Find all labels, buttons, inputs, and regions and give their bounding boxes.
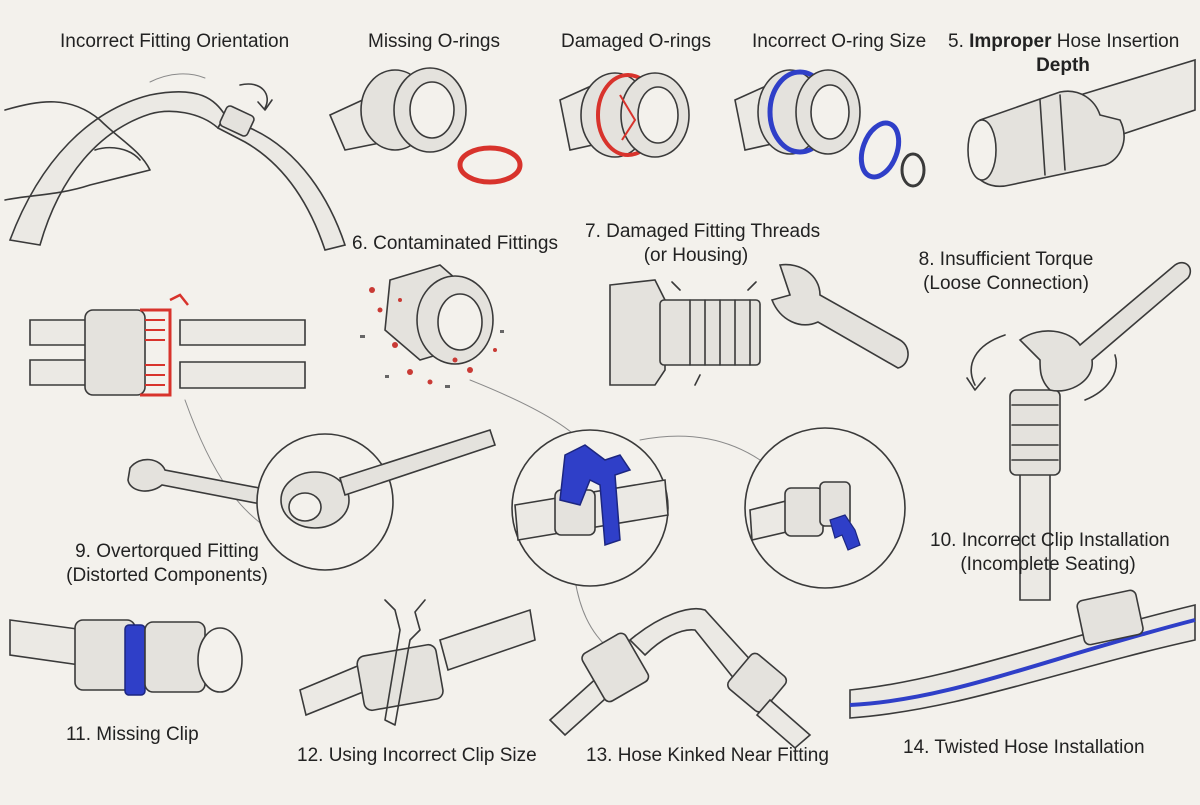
scene-incorrect-orientation [4, 73, 347, 251]
scene-clip-lens-center [511, 429, 669, 587]
scene-damaged-threads [609, 263, 909, 386]
label-overtorqued-line2: (Distorted Components) [66, 565, 268, 586]
label-insufficient-torque: 8. Insufficient Torque (Loose Connection… [918, 248, 1094, 296]
scene-contaminated-fittings [360, 264, 504, 388]
scene-insufficient-torque [966, 261, 1192, 601]
scene-incorrect-clip-size [299, 599, 536, 726]
label-missing-orings: Missing O-rings [368, 31, 500, 52]
label-improper-insertion-depth: 5. Improper Hose Insertion Depth [948, 30, 1180, 78]
label-improper-line2: Depth [1036, 55, 1090, 76]
scene-missing-clip [9, 619, 243, 696]
label-overtorqued-line1: 9. Overtorqued Fitting [75, 541, 259, 562]
label-incorrect-clip-size: 12. Using Incorrect Clip Size [297, 745, 537, 766]
scene-insertion-depth [967, 58, 1196, 187]
label-damaged-threads: 7. Damaged Fitting Threads (or Housing) [585, 220, 820, 268]
label-damaged-threads-line1: 7. Damaged Fitting Threads [585, 221, 821, 242]
label-missing-clip: 11. Missing Clip [66, 724, 199, 745]
label-insufficient-torque-line1: 8. Insufficient Torque [918, 249, 1094, 270]
scene-twisted-hose [849, 589, 1196, 719]
label-hose-kinked: 13. Hose Kinked Near Fitting [586, 745, 829, 766]
scene-damaged-orings [559, 72, 690, 158]
scene-incorrect-oring-size [734, 69, 926, 188]
scene-missing-orings [328, 67, 523, 185]
label-contaminated-fittings: 6. Contaminated Fittings [352, 233, 558, 254]
scene-clip-lens-right [744, 427, 906, 589]
label-damaged-threads-line2: (or Housing) [643, 245, 749, 266]
label-incorrect-fitting-orientation: Incorrect Fitting Orientation [60, 31, 290, 52]
label-damaged-orings: Damaged O-rings [561, 31, 711, 52]
label-overtorqued-fitting: 9. Overtorqued Fitting (Distorted Compon… [62, 540, 272, 588]
label-twisted-hose: 14. Twisted Hose Installation [903, 737, 1145, 758]
label-improper-bold: Improper [969, 31, 1052, 52]
label-clip-installation-line1: 10. Incorrect Clip Installation [930, 530, 1170, 551]
label-improper-rest: Hose Insertion [1051, 31, 1180, 52]
label-clip-installation-line2: (Incomplete Seating) [960, 554, 1136, 575]
label-insufficient-torque-line2: (Loose Connection) [923, 273, 1089, 294]
scene-overtorqued-fitting [127, 428, 497, 571]
label-incorrect-clip-installation: 10. Incorrect Clip Installation (Incompl… [930, 529, 1170, 577]
label-incorrect-oring-size: Incorrect O-ring Size [752, 31, 927, 52]
label-improper-prefix: 5. [948, 31, 970, 52]
scene-red-thread-fitting [29, 293, 306, 397]
scene-hose-kinked [548, 608, 812, 750]
